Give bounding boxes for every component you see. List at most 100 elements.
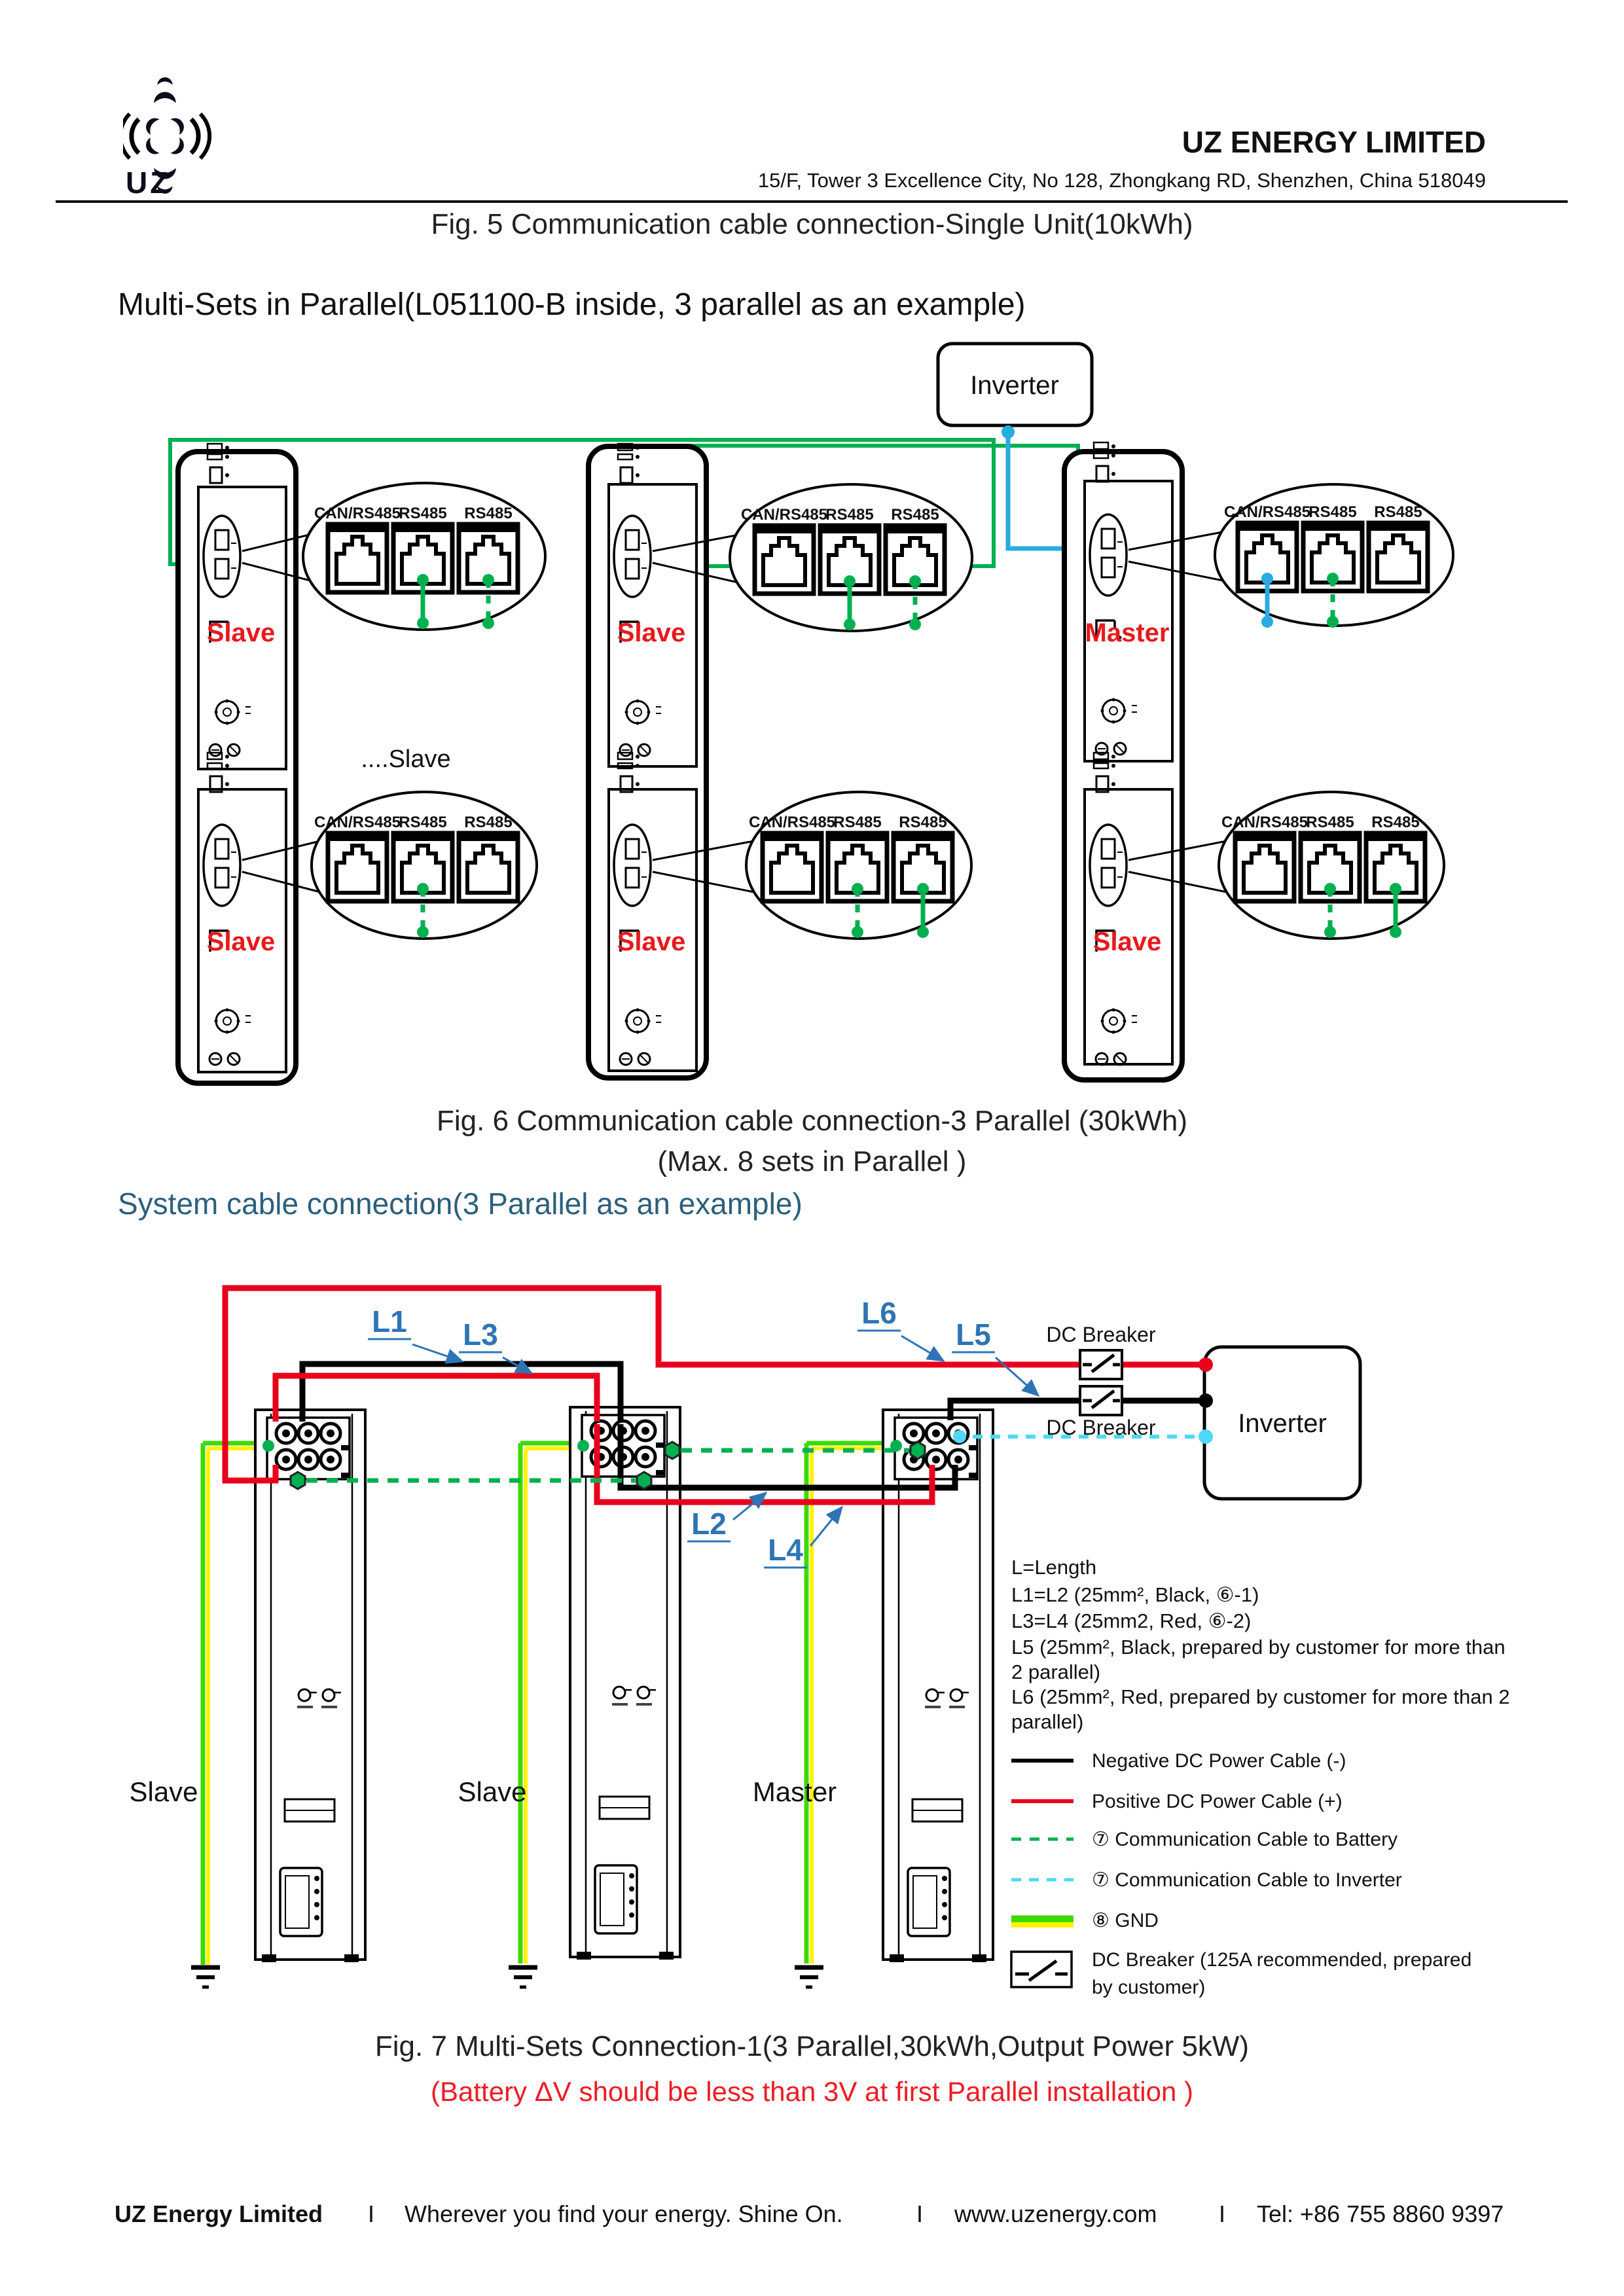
rj45-jack-icon — [1369, 523, 1428, 591]
comm-terminal — [664, 1441, 681, 1460]
port-label: CAN/RS485 — [1221, 814, 1308, 831]
gnd-terminal — [890, 1440, 902, 1452]
rj45-jack-icon — [1235, 833, 1294, 901]
battery-tower-1: Slave Slave — [175, 442, 298, 1086]
unit-label: Slave — [207, 927, 276, 956]
label-l1: L1 — [372, 1304, 407, 1338]
inverter-label-d1: Inverter — [970, 371, 1059, 400]
comm-terminal — [636, 1471, 653, 1490]
diagram1-communication: Inverter Slave Slave — [168, 342, 1454, 1086]
section1-title: Multi-Sets in Parallel(L051100-B inside,… — [118, 287, 1026, 322]
port-label: CAN/RS485 — [314, 505, 401, 522]
blue-cable-dot — [1001, 425, 1015, 439]
label-l4: L4 — [768, 1533, 803, 1567]
rj45-jack-icon — [328, 524, 387, 592]
battery-unit-slave1 — [255, 1410, 365, 1962]
dc-breaker-label-top: DC Breaker — [1046, 1323, 1156, 1346]
note-line: L=Length — [1011, 1556, 1096, 1579]
unit-label: Master — [1085, 619, 1170, 647]
label-l2: L2 — [691, 1507, 727, 1541]
comm-terminal — [909, 1441, 926, 1460]
footer-website[interactable]: www.uzenergy.com — [954, 2200, 1157, 2227]
port-callout-slave1-bottom: CAN/RS485 RS485 RS485 — [310, 791, 538, 940]
unit-label-master: Master — [753, 1776, 837, 1807]
port-label: RS485 — [1371, 814, 1419, 831]
uz-logo-mark — [123, 77, 212, 194]
footer: UZ Energy Limited I Wherever you find yo… — [0, 2200, 1624, 2240]
unit-label-slave2: Slave — [458, 1776, 526, 1807]
header-rule — [56, 200, 1568, 203]
length-notes: L=Length L1=L2 (25mm², Black, ⑥-1) L3=L4… — [1011, 1556, 1510, 1733]
port-label: RS485 — [464, 505, 512, 522]
company-name: UZ ENERGY LIMITED — [1182, 125, 1486, 159]
inverter-box-d1: Inverter — [936, 342, 1094, 427]
cyan-terminal — [953, 1430, 966, 1443]
port-label: CAN/RS485 — [314, 814, 401, 831]
fig6-subcaption: (Max. 8 sets in Parallel ) — [657, 1145, 967, 1177]
footer-separator: I — [1219, 2200, 1226, 2227]
port-label: RS485 — [399, 814, 446, 831]
battery-tower-3: Master Slave — [1062, 441, 1185, 1083]
inverter-label-d2: Inverter — [1238, 1409, 1327, 1438]
label-l6: L6 — [861, 1296, 897, 1330]
port-label: CAN/RS485 — [741, 506, 827, 524]
port-label: CAN/RS485 — [749, 814, 835, 831]
dc-breaker-negative — [1079, 1385, 1123, 1416]
dc-breaker-label-bottom: DC Breaker — [1046, 1416, 1156, 1439]
note-line: L6 (25mm², Red, prepared by customer for… — [1011, 1685, 1510, 1708]
label-l5: L5 — [956, 1318, 991, 1352]
footer-phone: Tel: +86 755 8860 9397 — [1257, 2200, 1504, 2227]
gnd-terminal — [262, 1440, 274, 1452]
legend-positive: Positive DC Power Cable (+) — [1092, 1791, 1343, 1812]
comm-terminal-dot — [1199, 1429, 1213, 1444]
port-label: RS485 — [464, 814, 512, 831]
negative-terminal-dot — [1199, 1393, 1213, 1408]
port-label: RS485 — [891, 506, 939, 524]
fig7-note: (Battery ΔV should be less than 3V at fi… — [431, 2076, 1193, 2107]
legend-breaker-2: by customer) — [1092, 1977, 1205, 1998]
legend-breaker-1: DC Breaker (125A recommended, prepared — [1092, 1949, 1471, 1971]
footer-separator: I — [916, 2200, 924, 2227]
gnd-terminal — [577, 1440, 589, 1452]
wire-l3 — [272, 1372, 600, 1422]
company-address: 15/F, Tower 3 Excellence City, No 128, Z… — [757, 169, 1486, 192]
legend: Negative DC Power Cable (-) Positive DC … — [1010, 1750, 1471, 1998]
note-line: parallel) — [1011, 1710, 1083, 1733]
port-label: RS485 — [1308, 503, 1356, 521]
section2-title: System cable connection(3 Parallel as an… — [118, 1187, 803, 1221]
battery-unit-master — [883, 1410, 993, 1962]
port-label: RS485 — [1306, 814, 1354, 831]
unit-label: Slave — [207, 619, 276, 647]
unit-label: Slave — [617, 619, 686, 647]
legend-comm-battery: ⑦ Communication Cable to Battery — [1092, 1829, 1398, 1850]
port-callout-master-top: CAN/RS485 RS485 RS485 — [1214, 483, 1454, 628]
wire-l6 — [222, 1285, 1202, 1484]
legend-breaker-symbol — [1010, 1950, 1073, 1988]
footer-company: UZ Energy Limited — [115, 2200, 323, 2227]
fig5-caption: Fig. 5 Communication cable connection-Si… — [431, 208, 1193, 240]
unit-label-slave1: Slave — [129, 1776, 198, 1807]
port-label: RS485 — [899, 814, 947, 831]
rj45-jack-icon — [755, 526, 814, 594]
port-label: CAN/RS485 — [1224, 503, 1310, 521]
comm-terminal — [289, 1471, 306, 1490]
rj45-jack-icon — [459, 833, 518, 901]
rj45-jack-icon — [328, 833, 387, 901]
unit-label: Slave — [617, 927, 686, 956]
logo-wordmark: UZ — [126, 166, 171, 200]
port-callout-slave2-top: CAN/RS485 RS485 RS485 — [729, 483, 973, 632]
dc-breaker-positive — [1079, 1349, 1123, 1380]
label-l3: L3 — [463, 1318, 498, 1352]
uz-logo — [123, 77, 212, 194]
port-label: RS485 — [1374, 503, 1422, 521]
footer-slogan: Wherever you find your energy. Shine On. — [405, 2200, 843, 2227]
note-line: L3=L4 (25mm2, Red, ⑥-2) — [1011, 1609, 1251, 1632]
fig7-caption: Fig. 7 Multi-Sets Connection-1(3 Paralle… — [374, 2030, 1250, 2062]
legend-gnd: ⑧ GND — [1092, 1910, 1159, 1931]
port-callout-slave2-bottom: CAN/RS485 RS485 RS485 — [745, 791, 973, 940]
port-callout-master-bottom: CAN/RS485 RS485 RS485 — [1218, 791, 1445, 940]
unit-label: Slave — [1093, 927, 1162, 956]
battery-tower-2: Slave Slave — [586, 442, 709, 1081]
port-label: RS485 — [833, 814, 881, 831]
